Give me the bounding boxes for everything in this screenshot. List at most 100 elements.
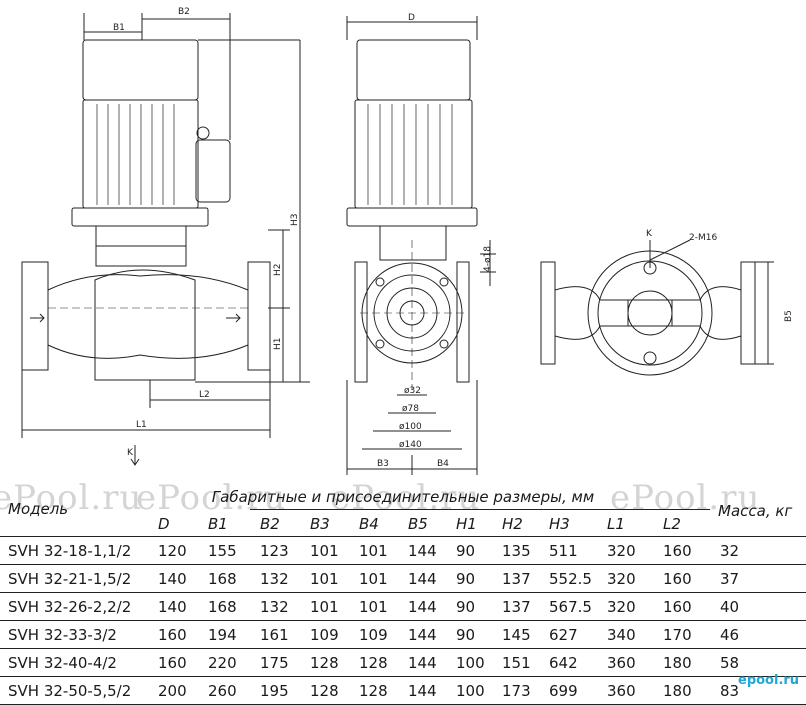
model-cell: SVH 32-26-2,2/2 <box>8 597 132 616</box>
dim-label-h2: H2 <box>273 264 283 277</box>
value-cell: 160 <box>663 597 692 616</box>
value-cell: 46 <box>720 625 740 644</box>
value-cell: 699 <box>549 681 578 700</box>
value-cell: 132 <box>260 597 289 616</box>
dim-label-hole: 4-ø18 <box>483 246 493 272</box>
value-cell: 511 <box>549 541 578 560</box>
value-cell: 100 <box>456 681 485 700</box>
value-cell: 360 <box>607 653 636 672</box>
dim-label-m16: 2-M16 <box>689 233 717 243</box>
column-header: L1 <box>607 515 625 533</box>
dim-label-b3: B3 <box>377 459 389 469</box>
value-cell: 128 <box>310 653 339 672</box>
value-cell: 168 <box>208 569 237 588</box>
value-cell: 160 <box>663 569 692 588</box>
value-cell: 109 <box>359 625 388 644</box>
value-cell: 128 <box>359 681 388 700</box>
dim-label-b1: B1 <box>113 23 125 33</box>
column-header: B1 <box>208 515 228 533</box>
value-cell: 101 <box>359 569 388 588</box>
dim-label-h3: H3 <box>290 214 300 227</box>
value-cell: 220 <box>208 653 237 672</box>
value-cell: 144 <box>408 541 437 560</box>
value-cell: 58 <box>720 653 740 672</box>
value-cell: 170 <box>663 625 692 644</box>
value-cell: 175 <box>260 653 289 672</box>
value-cell: 552.5 <box>549 569 592 588</box>
model-cell: SVH 32-33-3/2 <box>8 625 117 644</box>
value-cell: 151 <box>502 653 531 672</box>
value-cell: 627 <box>549 625 578 644</box>
value-cell: 140 <box>158 569 187 588</box>
value-cell: 101 <box>359 541 388 560</box>
value-cell: 180 <box>663 653 692 672</box>
dim-label-k-side: K <box>127 448 134 458</box>
site-logo: epool.ru <box>738 673 800 688</box>
dim-label-d78: ø78 <box>402 404 419 414</box>
column-header: H2 <box>502 515 523 533</box>
watermark-text: ePool.ru <box>330 478 481 518</box>
value-cell: 160 <box>158 653 187 672</box>
value-cell: 40 <box>720 597 740 616</box>
value-cell: 101 <box>310 597 339 616</box>
value-cell: 567.5 <box>549 597 592 616</box>
value-cell: 160 <box>158 625 187 644</box>
value-cell: 83 <box>720 681 740 700</box>
value-cell: 168 <box>208 597 237 616</box>
value-cell: 144 <box>408 569 437 588</box>
dim-label-d32: ø32 <box>404 386 421 396</box>
pump-front-view <box>346 16 496 475</box>
value-cell: 360 <box>607 681 636 700</box>
value-cell: 144 <box>408 653 437 672</box>
value-cell: 90 <box>456 569 476 588</box>
value-cell: 101 <box>359 597 388 616</box>
value-cell: 140 <box>158 597 187 616</box>
value-cell: 101 <box>310 569 339 588</box>
dim-label-b5: B5 <box>784 310 794 322</box>
value-cell: 137 <box>502 597 531 616</box>
value-cell: 194 <box>208 625 237 644</box>
pump-top-view <box>540 239 774 376</box>
dim-label-l2: L2 <box>199 390 210 400</box>
dim-label-d: D <box>408 13 415 23</box>
watermark-text: ePool.ru <box>0 478 143 518</box>
value-cell: 109 <box>310 625 339 644</box>
value-cell: 320 <box>607 597 636 616</box>
dim-label-l1: L1 <box>136 420 147 430</box>
value-cell: 90 <box>456 625 476 644</box>
value-cell: 132 <box>260 569 289 588</box>
table-header-cell <box>0 512 158 537</box>
value-cell: 128 <box>359 653 388 672</box>
watermark-text: ePool.ru <box>610 478 761 518</box>
value-cell: 135 <box>502 541 531 560</box>
value-cell: 180 <box>663 681 692 700</box>
value-cell: 145 <box>502 625 531 644</box>
value-cell: 260 <box>208 681 237 700</box>
value-cell: 120 <box>158 541 187 560</box>
watermark-text: ePool.ru <box>136 478 287 518</box>
column-header: D <box>158 515 170 533</box>
value-cell: 100 <box>456 653 485 672</box>
column-header: B3 <box>310 515 330 533</box>
model-cell: SVH 32-18-1,1/2 <box>8 541 132 560</box>
value-cell: 123 <box>260 541 289 560</box>
value-cell: 160 <box>663 541 692 560</box>
value-cell: 340 <box>607 625 636 644</box>
model-cell: SVH 32-21-1,5/2 <box>8 569 132 588</box>
column-header: B2 <box>260 515 280 533</box>
value-cell: 144 <box>408 681 437 700</box>
value-cell: 137 <box>502 569 531 588</box>
column-header: B5 <box>408 515 428 533</box>
value-cell: 90 <box>456 597 476 616</box>
mass-header: Масса, кг <box>718 502 793 520</box>
value-cell: 320 <box>607 541 636 560</box>
value-cell: 144 <box>408 625 437 644</box>
value-cell: 101 <box>310 541 339 560</box>
value-cell: 128 <box>310 681 339 700</box>
